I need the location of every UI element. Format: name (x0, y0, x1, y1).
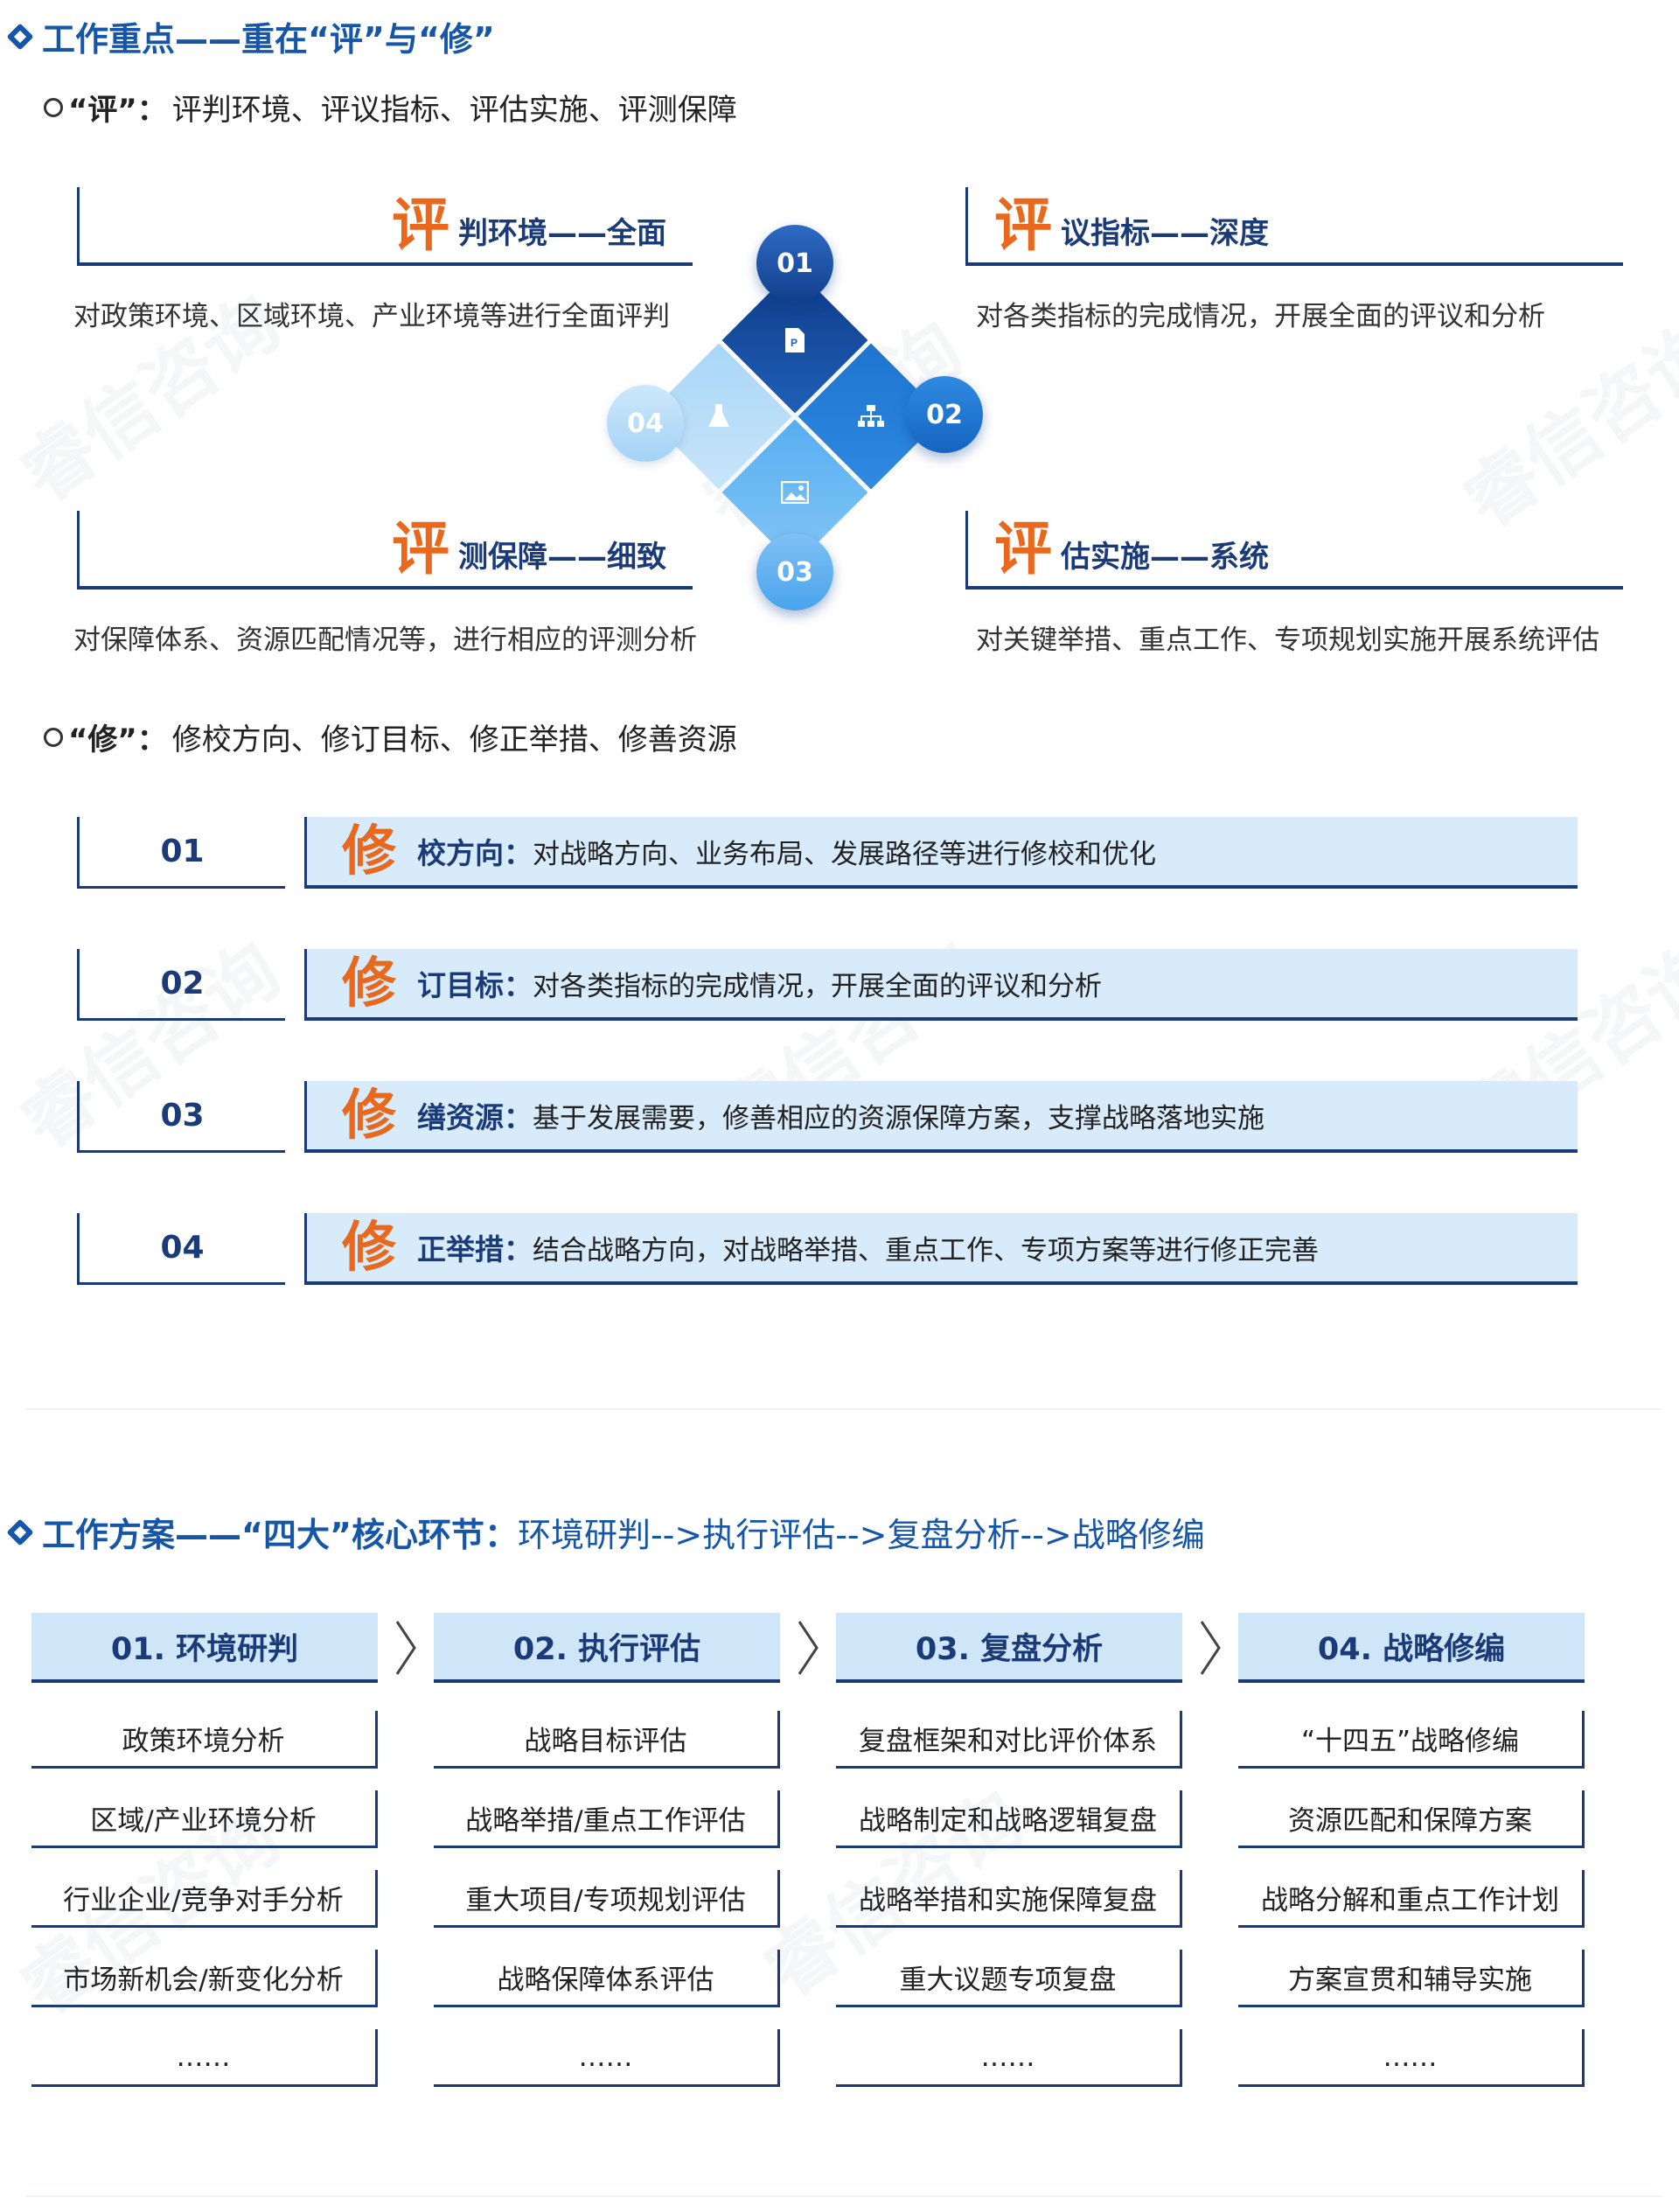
section-title-plan: 工作方案——“四大”核心环节： 环境研判-->执行评估-->复盘分析-->战略修… (6, 1508, 1205, 1556)
xiu-text: 修校方向、修订目标、修正举措、修善资源 (171, 722, 737, 757)
plan-column-head: 01. 环境研判 (31, 1613, 378, 1683)
plan-item: 重大议题专项复盘 (836, 1950, 1182, 2007)
xiu-subtitle: “修”： 修校方向、修订目标、修正举措、修善资源 (44, 715, 737, 758)
xiu-char: 修 (342, 1083, 397, 1147)
plan-item: 战略制定和战略逻辑复盘 (836, 1790, 1182, 1848)
badge-02: 02 (906, 376, 983, 453)
xiu-row-label: 订目标： (417, 968, 533, 1002)
xiu-row-text: 结合战略方向，对战略举措、重点工作、专项方案等进行修正完善 (533, 1234, 1320, 1266)
plan-item: 复盘框架和对比评价体系 (836, 1711, 1182, 1769)
quadrant-test-label: 测保障——细致 (458, 540, 666, 575)
quadrant-test-header: 评 测保障——细致 (77, 511, 693, 590)
org-chart-icon (853, 399, 888, 434)
plan-item: 战略举措和实施保障复盘 (836, 1870, 1182, 1928)
quadrant-test-desc: 对保障体系、资源匹配情况等，进行相应的评测分析 (73, 625, 697, 656)
plan-item: …… (1238, 2029, 1585, 2087)
xiu-key: “修”： (68, 722, 167, 757)
xiu-char: 修 (342, 1215, 397, 1279)
section-title-flow: 环境研判-->执行评估-->复盘分析-->战略修编 (517, 1516, 1205, 1554)
plan-item: 方案宣贯和辅导实施 (1238, 1950, 1585, 2007)
badge-04: 04 (607, 385, 684, 462)
quadrant-estimate-header: 评 估实施——系统 (965, 511, 1623, 590)
ping-subtitle: “评”： 评判环境、评议指标、评估实施、评测保障 (44, 86, 737, 129)
section-title-text: 工作方案——“四大”核心环节： (42, 1516, 518, 1554)
xiu-row-label: 校方向： (417, 836, 533, 870)
plan-item: 重大项目/专项规划评估 (434, 1870, 780, 1928)
plan-column-head: 04. 战略修编 (1238, 1613, 1585, 1683)
plan-column-head: 03. 复盘分析 (836, 1613, 1182, 1683)
quadrant-discuss-header: 评 议指标——深度 (965, 187, 1623, 266)
badge-01: 01 (756, 225, 833, 302)
xiu-row-num: 03 (77, 1081, 285, 1153)
plan-item: 战略分解和重点工作计划 (1238, 1870, 1585, 1928)
xiu-row-num: 02 (77, 949, 285, 1021)
circle-bullet-icon (44, 97, 63, 117)
xiu-row-text: 基于发展需要，修善相应的资源保障方案，支撑战略落地实施 (533, 1102, 1265, 1134)
plan-item: 区域/产业环境分析 (31, 1790, 378, 1848)
diamond-bullet-icon (6, 22, 34, 51)
xiu-row-num: 01 (77, 817, 285, 889)
xiu-char: 修 (342, 951, 397, 1015)
plan-item: 战略保障体系评估 (434, 1950, 780, 2007)
plan-item: …… (434, 2029, 780, 2087)
quadrant-judge-desc: 对政策环境、区域环境、产业环境等进行全面评判 (73, 301, 670, 332)
plan-item: 行业企业/竞争对手分析 (31, 1870, 378, 1928)
xiu-row-text: 对各类指标的完成情况，开展全面的评议和分析 (533, 970, 1103, 1002)
xiu-row: 修 缮资源： 基于发展需要，修善相应的资源保障方案，支撑战略落地实施 (304, 1081, 1578, 1153)
plan-item: 战略目标评估 (434, 1711, 780, 1769)
plan-item: 市场新机会/新变化分析 (31, 1950, 378, 2007)
section-title-focus: 工作重点——重在“评”与“修” (6, 12, 495, 60)
xiu-row-num: 04 (77, 1213, 285, 1285)
diamond-cluster: P 01 02 03 04 (607, 219, 983, 621)
ping-char: 评 (994, 191, 1052, 259)
chevron-right-icon (1200, 1621, 1221, 1675)
xiu-row-label: 缮资源： (417, 1100, 533, 1134)
quadrant-discuss-label: 议指标——深度 (1061, 216, 1269, 251)
chevron-right-icon (395, 1621, 416, 1675)
xiu-row: 修 正举措： 结合战略方向，对战略举措、重点工作、专项方案等进行修正完善 (304, 1213, 1578, 1285)
bottom-divider (26, 2195, 1662, 2197)
plan-column-head: 02. 执行评估 (434, 1613, 780, 1683)
ping-key: “评”： (68, 93, 167, 128)
xiu-row-label: 正举措： (417, 1232, 533, 1266)
quadrant-estimate-label: 估实施——系统 (1061, 540, 1269, 575)
plan-item: 政策环境分析 (31, 1711, 378, 1769)
document-icon: P (777, 323, 812, 358)
quadrant-judge-label: 判环境——全面 (458, 216, 666, 251)
svg-text:P: P (791, 337, 798, 349)
plan-item: …… (836, 2029, 1182, 2087)
section-title-text: 工作重点——重在“评”与“修” (42, 20, 495, 59)
section-divider (26, 1408, 1662, 1410)
badge-03: 03 (756, 534, 833, 611)
diamond-bullet-icon (6, 1518, 34, 1546)
image-icon (777, 475, 812, 510)
xiu-row-text: 对战略方向、业务布局、发展路径等进行修校和优化 (533, 838, 1157, 870)
quadrant-discuss-desc: 对各类指标的完成情况，开展全面的评议和分析 (976, 301, 1545, 332)
plan-item: 战略举措/重点工作评估 (434, 1790, 780, 1848)
ping-char: 评 (994, 514, 1052, 583)
ping-text: 评判环境、评议指标、评估实施、评测保障 (171, 93, 737, 128)
plan-item: 资源匹配和保障方案 (1238, 1790, 1585, 1848)
xiu-char: 修 (342, 819, 397, 883)
xiu-row: 修 订目标： 对各类指标的完成情况，开展全面的评议和分析 (304, 949, 1578, 1021)
circle-bullet-icon (44, 727, 63, 747)
quadrant-judge-header: 评 判环境——全面 (77, 187, 693, 266)
flask-icon (701, 399, 736, 434)
quadrant-estimate-desc: 对关键举措、重点工作、专项规划实施开展系统评估 (976, 625, 1599, 656)
plan-item: “十四五”战略修编 (1238, 1711, 1585, 1769)
xiu-row: 修 校方向： 对战略方向、业务布局、发展路径等进行修校和优化 (304, 817, 1578, 889)
ping-char: 评 (392, 191, 449, 259)
ping-char: 评 (392, 514, 449, 583)
plan-item: …… (31, 2029, 378, 2087)
chevron-right-icon (798, 1621, 819, 1675)
